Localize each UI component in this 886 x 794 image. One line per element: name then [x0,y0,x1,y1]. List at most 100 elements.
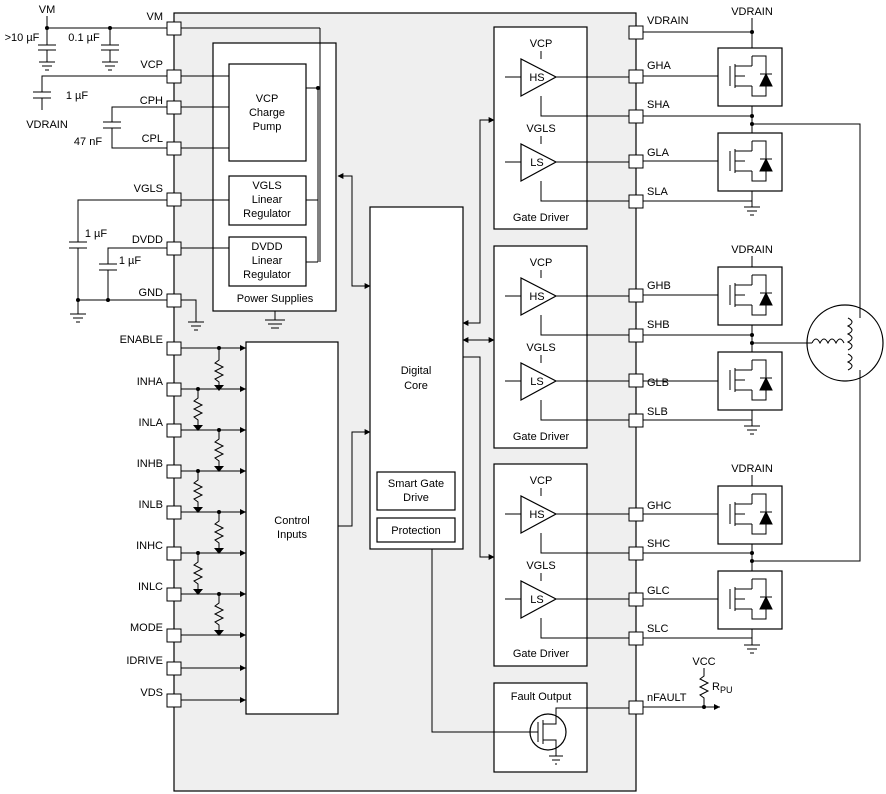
vdrain-c-label: VDRAIN [731,463,773,475]
fet-hb [717,266,783,326]
right-pin-column [628,25,644,715]
gd-b-vgls-label: VGLS [526,342,555,354]
gd-b-vcp-label: VCP [530,257,553,269]
pin-slb-label: SLB [647,406,668,418]
pin-inla-label: INLA [139,417,164,429]
fet-lb [717,351,783,411]
pin-glc-label: GLC [647,585,670,597]
vcc-label: VCC [692,656,715,668]
pin-gla-label: GLA [647,147,670,159]
cap-dvdd-label: 1 µF [119,255,142,267]
dvdd-reg-line2: Linear [252,255,283,267]
pin-vm-label: VM [147,11,164,23]
pin-cpl-label: CPL [142,133,163,145]
gd-b-title: Gate Driver [513,431,570,443]
gate-driver-b: VCP HS VGLS LS Gate Driver [493,245,636,449]
smart-gate-line2: Drive [403,492,429,504]
vgls-reg-line3: Regulator [243,208,291,220]
pin-vgls-label: VGLS [134,183,163,195]
pin-dvdd-label: DVDD [132,234,163,246]
fet-ha [717,47,783,107]
pin-glb-label: GLB [647,377,669,389]
charge-pump-line3: Pump [253,121,282,133]
cap-vgls-label: 1 µF [85,228,108,240]
gd-c-vcp-label: VCP [530,475,553,487]
charge-pump-block [228,63,307,162]
pin-enable-label: ENABLE [120,334,163,346]
cap-vcp-label: 1 µF [66,90,89,102]
pin-cph-label: CPH [140,95,163,107]
mosfet-bridge: VDRAIN VDRAIN VDRAIN [643,6,884,654]
charge-pump-line2: Charge [249,107,285,119]
fet-lc [717,570,783,630]
dvdd-regulator-block [228,236,307,287]
rpu-label: RPU [712,681,732,695]
gd-c-ls-label: LS [530,594,543,606]
fault-output-title: Fault Output [511,691,572,703]
gate-driver-c: VCP HS VGLS LS Gate Driver [493,463,636,667]
dvdd-reg-line1: DVDD [251,241,282,253]
control-inputs-block: Control Inputs [245,341,339,715]
vdrain-b-label: VDRAIN [731,244,773,256]
pin-inlb-label: INLB [139,499,163,511]
input-arrowheads [240,345,246,703]
dvdd-reg-line3: Regulator [243,269,291,281]
cap-bulk-label: >10 µF [5,32,40,44]
pin-inha-label: INHA [137,376,164,388]
pin-mode-label: MODE [130,622,163,634]
fet-glyphs [729,55,773,620]
pin-shb-label: SHB [647,319,670,331]
control-inputs-line2: Inputs [277,529,307,541]
power-supplies-title: Power Supplies [237,293,314,305]
nfault-pullup: VCC RPU [643,656,732,710]
gd-a-ls-label: LS [530,157,543,169]
cap-flying-label: 47 nF [74,136,102,148]
fault-output-block: Fault Output [431,549,636,773]
vdrain-a-label: VDRAIN [731,6,773,18]
control-inputs-line1: Control [274,515,309,527]
pin-vdrain-label: VDRAIN [647,15,689,27]
gd-a-title: Gate Driver [513,212,570,224]
input-pulldown-resistors [192,346,225,636]
digital-core-line1: Digital [401,365,432,377]
charge-pump-line1: VCP [256,93,279,105]
vdrain-cap-label: VDRAIN [26,119,68,131]
pin-sha-label: SHA [647,99,670,111]
pin-inhb-label: INHB [137,458,163,470]
gd-c-hs-label: HS [529,509,544,521]
pin-vcp-label: VCP [140,59,163,71]
pin-vds-label: VDS [140,687,163,699]
pin-nfault-label: nFAULT [647,692,687,704]
power-supplies-block: VCP Charge Pump VGLS Linear Regulator DV… [212,28,337,329]
pin-ghc-label: GHC [647,500,672,512]
gd-c-title: Gate Driver [513,648,570,660]
pin-ghb-label: GHB [647,280,671,292]
gd-b-ls-label: LS [530,376,543,388]
protection-label: Protection [391,525,441,537]
gd-a-hs-label: HS [529,72,544,84]
digital-core-line2: Core [404,380,428,392]
pin-shc-label: SHC [647,538,670,550]
external-left-components: VM >10 µF 0.1 µF 1 µF VDRAIN 47 nF 1 µF … [5,4,167,323]
gd-c-vgls-label: VGLS [526,560,555,572]
pin-gha-label: GHA [647,60,672,72]
smart-gate-line1: Smart Gate [388,478,444,490]
pin-gnd-label: GND [139,287,164,299]
pin-slc-label: SLC [647,623,668,635]
fet-la [717,132,783,192]
smart-gate-drive-block [376,471,456,511]
gd-a-vgls-label: VGLS [526,123,555,135]
protection-block [376,517,456,543]
gd-b-hs-label: HS [529,291,544,303]
pin-inhc-label: INHC [136,540,163,552]
pin-inlc-label: INLC [138,581,163,593]
fet-hc [717,485,783,545]
pin-sla-label: SLA [647,186,668,198]
motor-symbol [806,304,884,382]
pin-idrive-label: IDRIVE [126,655,163,667]
ext-vm-label: VM [39,4,56,16]
vgls-reg-line1: VGLS [252,180,281,192]
cap-bypass-label: 0.1 µF [68,32,100,44]
